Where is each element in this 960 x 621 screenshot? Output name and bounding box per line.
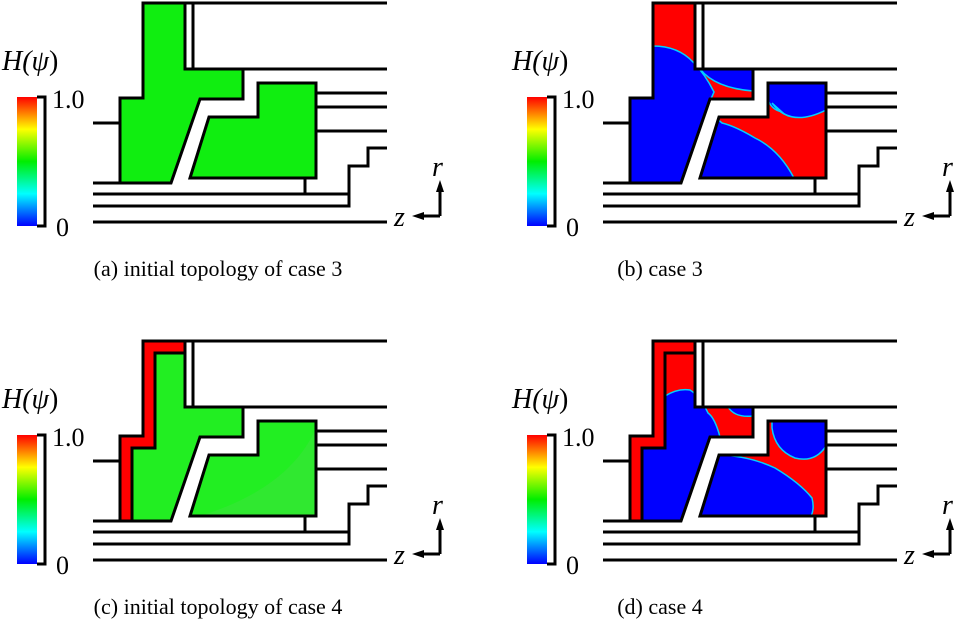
panel-a: 1.0 0 H(ψ) rz (a) initial topology of case 3 <box>1 1 444 281</box>
colorbar-min-label: 0 <box>566 213 579 242</box>
void-region <box>726 406 753 418</box>
stepped-boundary <box>603 484 897 546</box>
panel-caption: (b) case 3 <box>617 256 703 281</box>
z-arrowhead-icon <box>922 212 934 220</box>
colorbar-title-close: ) <box>49 46 58 77</box>
colorbar-title-func: H( <box>511 384 543 415</box>
void-region <box>771 421 826 460</box>
colorbar-min-label: 0 <box>56 213 69 242</box>
colorbar <box>17 435 37 564</box>
r-arrowhead-icon <box>946 518 954 530</box>
colorbar <box>17 97 37 226</box>
colorbar-title: H(ψ) <box>511 384 568 415</box>
z-axis-label: z <box>903 540 915 571</box>
right-domain-outline <box>187 419 318 518</box>
shell-inner-boundary <box>640 351 695 521</box>
colorbar-title-symbol: ψ <box>32 46 50 77</box>
right-domain-outline <box>697 81 828 180</box>
panel-d: 1.0 0 H(ψ) rz (d) case 4 <box>511 339 954 619</box>
colorbar-max-label: 1.0 <box>562 85 595 114</box>
colorbar-title-symbol: ψ <box>542 384 560 415</box>
z-arrowhead-icon <box>922 550 934 558</box>
stepped-boundary <box>603 146 897 208</box>
z-axis-label: z <box>393 540 405 571</box>
colorbar-title: H(ψ) <box>1 384 58 415</box>
r-axis-label: r <box>432 152 443 183</box>
right-domain-outline <box>697 419 828 518</box>
r-axis-label: r <box>942 490 953 521</box>
panel-caption: (c) initial topology of case 4 <box>94 594 343 619</box>
colorbar-axis <box>37 433 47 566</box>
r-arrowhead-icon <box>436 180 444 192</box>
r-axis-label: r <box>432 490 443 521</box>
colorbar <box>527 97 547 226</box>
void-region <box>642 353 753 521</box>
colorbar-title-func: H( <box>511 46 543 77</box>
colorbar-title: H(ψ) <box>1 46 58 77</box>
z-axis-label: z <box>393 202 405 233</box>
r-axis-label: r <box>942 152 953 183</box>
left-design-domain <box>120 3 243 183</box>
left-design-domain <box>630 341 753 521</box>
panel-caption: (d) case 4 <box>617 594 703 619</box>
colorbar-title-symbol: ψ <box>32 384 50 415</box>
shell-inner-boundary <box>130 351 185 521</box>
void-region <box>700 454 814 516</box>
panel-caption: (a) initial topology of case 3 <box>94 256 343 281</box>
colorbar-title-symbol: ψ <box>542 46 560 77</box>
colorbar-min-label: 0 <box>566 551 579 580</box>
density-gradient <box>200 428 316 516</box>
z-arrowhead-icon <box>412 212 424 220</box>
void-region <box>630 3 753 183</box>
right-design-domain <box>190 83 316 178</box>
colorbar-title-close: ) <box>49 384 58 415</box>
colorbar-title-close: ) <box>559 46 568 77</box>
colorbar-max-label: 1.0 <box>562 423 595 452</box>
colorbar-axis <box>37 95 47 228</box>
z-arrowhead-icon <box>412 550 424 558</box>
material-density-field <box>120 3 243 183</box>
colorbar-max-label: 1.0 <box>52 85 85 114</box>
colorbar-min-label: 0 <box>56 551 69 580</box>
panel-c: 1.0 0 H(ψ) rz (c) initial topology of case 4 <box>1 339 444 619</box>
colorbar-title-func: H( <box>1 46 33 77</box>
colorbar-title-func: H( <box>1 384 33 415</box>
r-arrowhead-icon <box>946 180 954 192</box>
colorbar-axis <box>547 433 557 566</box>
colorbar-title-close: ) <box>559 384 568 415</box>
z-axis-label: z <box>903 202 915 233</box>
colorbar-axis <box>547 95 557 228</box>
material-density-field <box>190 83 316 178</box>
stepped-boundary <box>93 484 387 546</box>
material-density-field <box>132 353 243 521</box>
colorbar <box>527 435 547 564</box>
right-domain-outline <box>187 81 318 180</box>
colorbar-max-label: 1.0 <box>52 423 85 452</box>
r-arrowhead-icon <box>436 518 444 530</box>
colorbar-title: H(ψ) <box>511 46 568 77</box>
right-design-domain <box>190 421 316 516</box>
panel-b: 1.0 0 H(ψ) rz (b) case 3 <box>511 1 954 281</box>
right-design-domain <box>700 421 826 516</box>
right-design-domain <box>700 83 826 178</box>
left-design-domain <box>120 341 243 521</box>
stepped-boundary <box>93 146 387 208</box>
